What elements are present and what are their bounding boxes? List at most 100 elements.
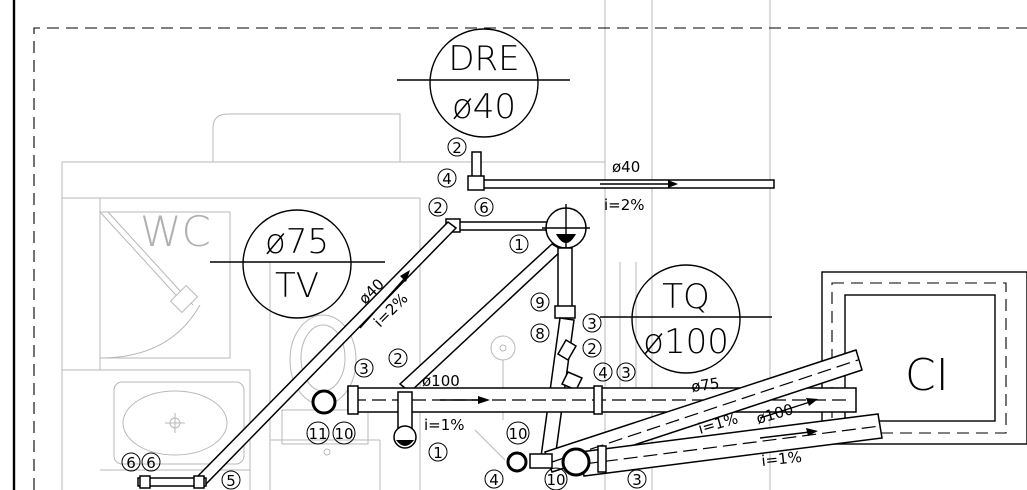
pipe-slope-label: i=1% [424,416,465,434]
pipe-washbasin [137,477,207,487]
marker-circle: 4 [593,362,613,382]
flow-arrow-head [400,270,410,282]
drop-cap [396,440,414,446]
shower-door-line [99,211,186,306]
flow-arrow [359,277,406,329]
pipe-diameter-label: ø100 [422,372,460,390]
svg-text:9: 9 [535,294,545,312]
label-tq: TQ [662,277,710,317]
marker-circle: 2 [388,348,408,368]
shower-tray [100,211,231,359]
floor-drain-center [499,344,507,352]
svg-text:10: 10 [508,425,527,443]
pipe-network [137,151,883,489]
marker-circle: 5 [221,470,241,490]
marker-circle: 3 [354,358,374,378]
flow-arrow [759,431,811,439]
fitting [597,445,607,473]
fitting [593,385,603,415]
fitting [467,175,485,191]
floor-drain [490,335,516,361]
svg-text:11: 11 [308,425,327,443]
pipe-slope-label: i=2% [604,196,645,214]
pipe-connection [506,451,528,473]
svg-text:4: 4 [442,170,452,188]
numbered-markers: 2 4 6 2 1 9 8 3 2 4 3 3 2 1 11 10 10 4 1… [121,137,647,490]
marker-circle: 3 [616,362,636,382]
marker-circle: 6 [121,452,141,472]
pipe-vertical-stack [557,247,573,309]
stack-cap [556,234,576,243]
flow-arrow-head [478,396,490,404]
svg-text:3: 3 [632,471,642,489]
marker-circle: 2 [447,137,467,157]
washbasin [113,381,245,465]
inspection-chamber: CI [821,271,1027,445]
marker-circle: 6 [474,197,494,217]
svg-text:2: 2 [452,139,462,157]
svg-text:6: 6 [479,199,489,217]
marker-circle: 1 [428,442,448,462]
pipe-centerline [551,359,859,463]
svg-text:4: 4 [489,471,499,489]
pipe-branch-top [447,221,563,231]
shower-door-handle [169,284,199,314]
svg-text:2: 2 [393,350,403,368]
wall-line [474,429,506,461]
pipe-centerline [583,425,881,465]
svg-text:2: 2 [433,199,443,217]
marker-circle: 10 [506,421,530,445]
pipe-connection [561,447,591,477]
toilet-outlet [323,448,331,456]
washbasin-bowl [122,390,228,456]
marker-circle: 3 [627,469,647,489]
dre-label-circle: DRE ø40 [397,28,570,138]
pipe-annotations: ø40 i=2% ø40 i=2% ø100 i=1% ø75 i=1% ø10… [355,158,803,470]
label-circle-outline [631,264,741,374]
svg-text:6: 6 [126,454,136,472]
svg-text:3: 3 [621,364,631,382]
shower-door-arc [99,304,201,359]
label-dre: DRE [448,39,519,79]
svg-text:6: 6 [146,454,156,472]
tq-label-circle: TQ ø100 [600,264,772,374]
tv-label-circle: ø75 TV [210,209,385,319]
svg-text:3: 3 [587,315,597,333]
label-circle-outline [242,209,352,319]
marker-circle: 8 [530,323,550,343]
marker-circle: 10 [544,467,568,490]
svg-text:8: 8 [535,325,545,343]
flow-arrow-head [668,180,678,188]
marker-circle: 2 [428,197,448,217]
flow-arrow-head [806,428,818,436]
marker-circle: 1 [509,234,529,254]
svg-text:10: 10 [546,471,565,489]
room-label-wc: WC [140,207,211,256]
fitting [347,385,359,415]
marker-circle: 4 [484,469,504,489]
pipe-diameter-label: ø75 [690,374,720,396]
fitting [554,305,576,319]
flow-arrow-head [806,398,818,406]
svg-text:1: 1 [514,236,524,254]
pipe-d100-diagonal [398,243,564,393]
toilet-connection [311,389,337,415]
marker-circle: 4 [437,168,457,188]
wall-outline [61,161,605,490]
marker-circle: 10 [332,421,356,445]
fitting [529,453,553,469]
marker-circle: 2 [582,338,602,358]
svg-text:2: 2 [587,340,597,358]
fitting [556,338,578,362]
marker-circle: 9 [530,292,550,312]
svg-text:5: 5 [226,472,236,490]
marker-circle: 3 [582,313,602,333]
fitting [139,475,151,489]
pipe-slope-label: i=1% [761,448,803,470]
room-label-ci: CI [905,350,949,401]
shower-door-line [107,211,194,306]
label-tv: TV [275,266,319,306]
boundary-dashed-line [33,27,1027,490]
